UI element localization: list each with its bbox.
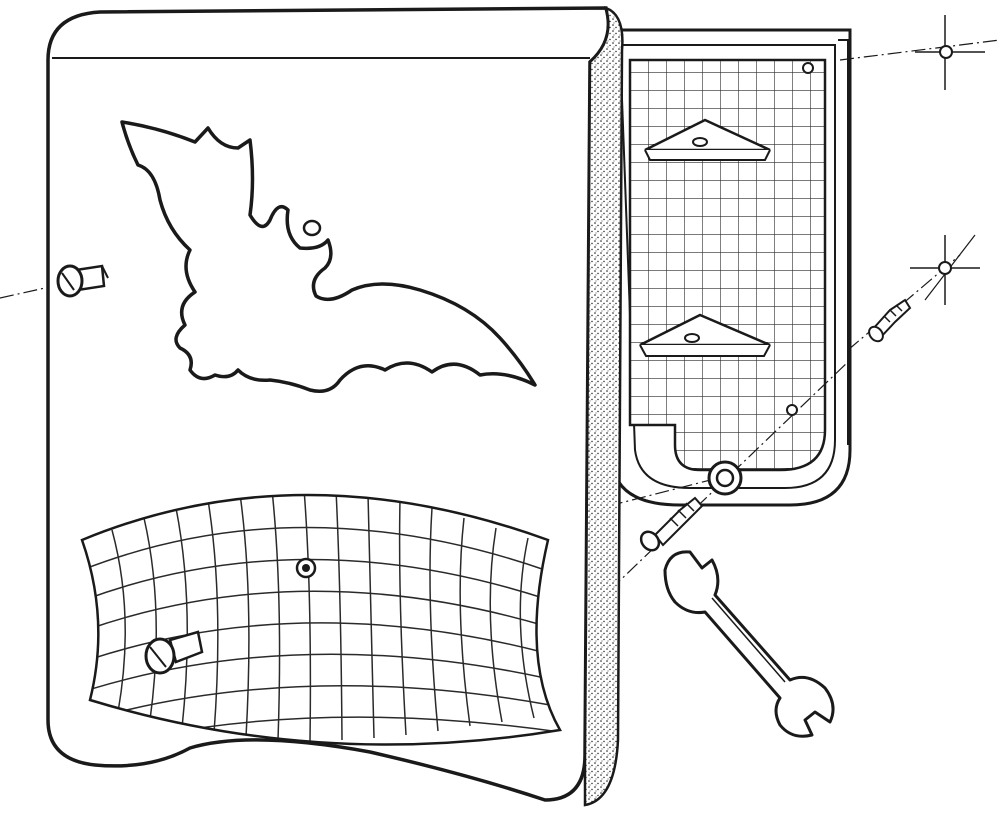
wall-fixing-point-lower: [910, 234, 980, 305]
screw-lower: [639, 496, 704, 552]
screw-wall: [868, 298, 912, 343]
bolt-left: [56, 264, 109, 298]
wrench: [663, 550, 835, 738]
bolt-grid: [144, 630, 204, 675]
mounting-bracket-lower: [639, 313, 771, 357]
back-plate-inner-area: [630, 60, 825, 470]
bat-silhouette: [120, 120, 537, 393]
back-plate-hole-top: [802, 62, 814, 74]
mounting-bracket-upper: [644, 118, 771, 161]
back-plate: [598, 28, 852, 507]
back-plate-hole-bottom: [786, 404, 798, 416]
wall-fixing-point-upper: [915, 15, 985, 90]
tile-grid: [80, 493, 562, 746]
front-panel-edge: [583, 5, 624, 807]
washer: [707, 460, 743, 496]
bat-eye: [302, 219, 322, 237]
